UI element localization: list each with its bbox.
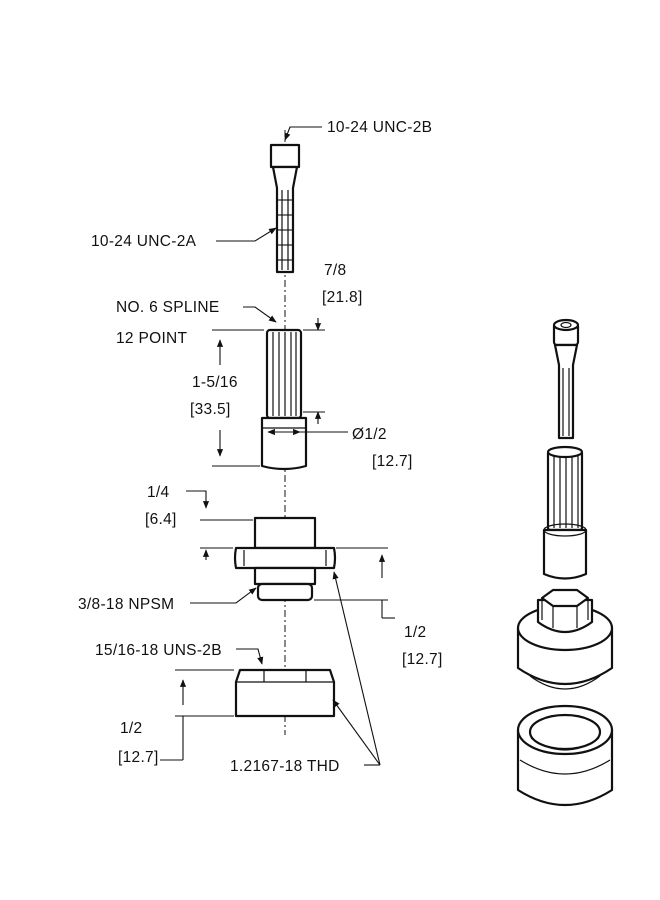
label-collar-frac: 1/4 xyxy=(147,484,170,501)
label-thread-top: 10-24 UNC-2B xyxy=(327,119,432,136)
label-flange-frac: 1/2 xyxy=(404,624,426,641)
label-dia-frac: Ø1/2 xyxy=(352,426,387,443)
label-uns: 15/16-18 UNS-2B xyxy=(95,642,222,659)
label-thread-screw: 10-24 UNC-2A xyxy=(91,233,197,250)
label-width-frac: 7/8 xyxy=(324,262,346,279)
label-width-mm: [21.8] xyxy=(322,289,363,306)
label-npsm: 3/8-18 NPSM xyxy=(78,596,174,613)
iso-screw xyxy=(552,318,580,440)
nut-part xyxy=(234,668,336,718)
label-length-mm: [33.5] xyxy=(190,401,231,418)
screw-part xyxy=(269,143,301,274)
iso-adapter xyxy=(516,588,614,690)
label-spline-line1: NO. 6 SPLINE xyxy=(116,299,220,316)
label-thd: 1.2167-18 THD xyxy=(230,758,340,775)
label-nut-mm: [12.7] xyxy=(118,749,159,766)
isometric-view xyxy=(516,318,614,806)
flange-adapter-part xyxy=(233,516,337,602)
label-flange-mm: [12.7] xyxy=(402,651,443,668)
iso-spline-shaft xyxy=(542,445,588,580)
label-length-frac: 1-5/16 xyxy=(192,374,238,391)
label-nut-frac: 1/2 xyxy=(120,720,142,737)
label-collar-mm: [6.4] xyxy=(145,511,177,528)
iso-nut xyxy=(516,704,614,806)
exploded-view: 10-24 UNC-2B 10-24 UNC-2A 7/8 [21.8] NO.… xyxy=(78,119,443,775)
label-dia-mm: [12.7] xyxy=(372,453,413,470)
label-spline-line2: 12 POINT xyxy=(116,330,188,347)
spline-shaft-part xyxy=(260,328,308,471)
